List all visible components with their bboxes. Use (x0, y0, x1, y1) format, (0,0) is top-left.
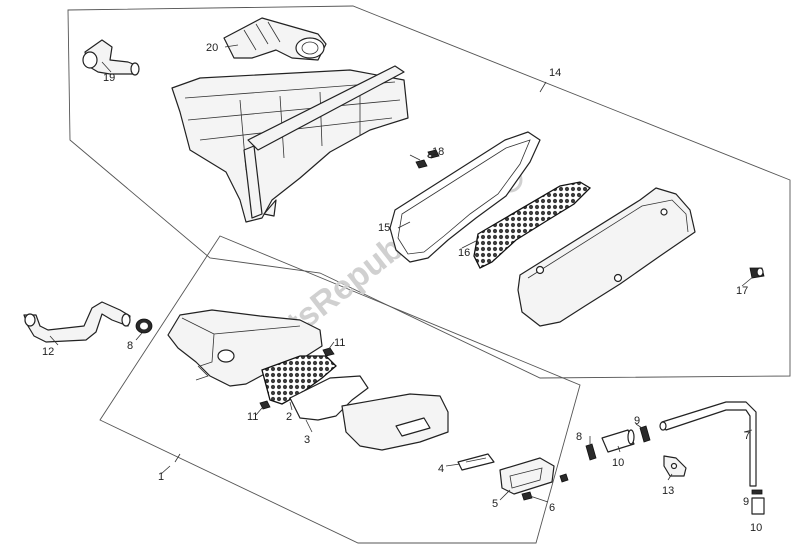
callout-10-lower: 10 (750, 522, 762, 534)
callout-9-lower: 9 (743, 496, 749, 508)
callout-16: 16 (458, 247, 470, 259)
assembly-frame-1 (99, 235, 581, 544)
part-8-clamp-right (585, 443, 597, 461)
callout-9-upper: 9 (634, 415, 640, 427)
callout-15: 15 (378, 222, 390, 234)
callout-5: 5 (492, 498, 498, 510)
callout-10-upper: 10 (612, 457, 624, 469)
part-14-airbox-cover (517, 187, 696, 327)
part-17-screw (749, 267, 765, 279)
callout-18: 18 (432, 146, 444, 158)
callout-8-right: 8 (576, 431, 582, 443)
part-14-airbox-housing (171, 65, 409, 223)
part-20-intake-hose (223, 17, 327, 61)
part-11-nut-upper (322, 347, 335, 357)
callout-7: 7 (744, 430, 750, 442)
callout-3: 3 (304, 434, 310, 446)
callout-11-upper: 11 (334, 337, 345, 349)
callout-14: 14 (549, 67, 561, 79)
assembly-frame-14 (67, 5, 791, 379)
part-13-bracket (663, 455, 687, 477)
callout-8-left: 8 (127, 340, 133, 352)
leader-lines (49, 44, 756, 503)
callout-1: 1 (158, 471, 164, 483)
callout-labels: 1 2 3 4 5 6 7 8 8 9 9 10 10 11 11 12 13 … (42, 42, 762, 534)
part-8-clamp-left (135, 318, 153, 334)
part-12-breather-pipe (23, 301, 131, 343)
part-2-filter-mesh (261, 355, 337, 405)
part-5-flap-valve (499, 457, 555, 495)
callout-19: 19 (103, 72, 115, 84)
part-11-nut-lower (259, 400, 271, 410)
callout-12: 12 (42, 346, 54, 358)
callout-6: 6 (549, 502, 555, 514)
part-15-gasket (389, 131, 541, 263)
part-10-sleeve-upper (601, 429, 635, 453)
callout-20: 20 (206, 42, 218, 54)
callout-17: 17 (736, 285, 748, 297)
part-3-gasket (289, 375, 369, 421)
part-9-clamp-upper (639, 425, 651, 443)
part-1-airbox-cover (341, 393, 449, 451)
part-16-filter-mesh (473, 181, 592, 269)
part-19-elbow-fitting (82, 39, 140, 76)
part-4-seal-plate (457, 453, 495, 471)
callout-13: 13 (662, 485, 674, 497)
part-6-screw (521, 473, 569, 501)
callout-11-lower: 11 (247, 411, 258, 423)
part-18-nuts (415, 149, 440, 169)
part-7-bent-tube (659, 401, 757, 487)
callout-4: 4 (438, 463, 444, 475)
callout-2: 2 (286, 411, 292, 423)
part-9-clamp-lower (751, 489, 763, 495)
part-10-sleeve-lower (751, 497, 765, 515)
